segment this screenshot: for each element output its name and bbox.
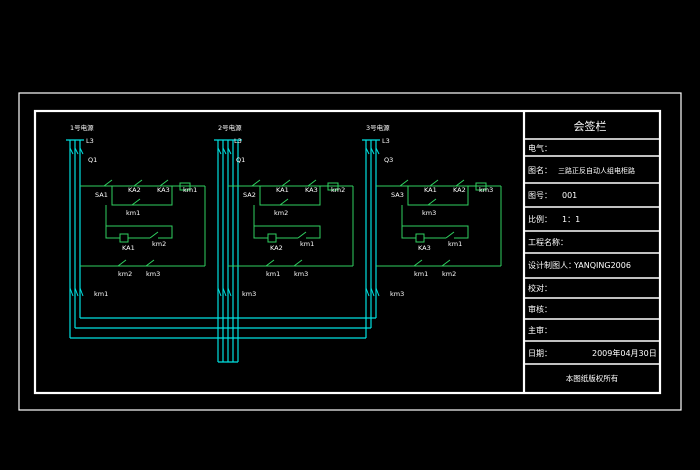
- contact-b-label: km1: [300, 240, 314, 248]
- tb-label-checker: 校对：: [528, 283, 552, 293]
- tb-value-designer: YANQING2006: [573, 261, 631, 270]
- title-block: 会签栏 电气： 图名： 三路正反自动人组电柜路 图号： 001 比例： 1：1 …: [522, 111, 660, 393]
- outer-frame: [18, 92, 682, 411]
- phase-label: L3: [382, 137, 390, 145]
- relay-coil-label: KA2: [270, 244, 283, 252]
- coil-label: km2: [331, 186, 345, 194]
- tb-label-reviewer: 审核：: [528, 304, 552, 314]
- switch-label: SA1: [95, 191, 108, 199]
- contact-b-label: km1: [448, 240, 462, 248]
- tb-label-electrical: 电气：: [528, 143, 552, 153]
- tb-value-date: 2009年04月30日: [592, 348, 657, 358]
- tb-value-scale: 1：1: [562, 215, 580, 224]
- contact-a-label: km3: [422, 209, 436, 217]
- tb-label-designer: 设计制图人：: [528, 260, 576, 270]
- relay2-label: KA2: [453, 186, 466, 194]
- main-contact-label: km3: [242, 290, 256, 298]
- main-contact-label: km1: [94, 290, 108, 298]
- relay2-label: KA3: [157, 186, 170, 194]
- contact-b-label: km2: [152, 240, 166, 248]
- contact-b2-label: km2: [118, 270, 132, 278]
- tb-label-date: 日期：: [528, 349, 552, 358]
- tb-label-project: 工程名称：: [528, 237, 568, 247]
- contact-c-label: km3: [294, 270, 308, 278]
- relay1-label: KA2: [128, 186, 141, 194]
- supply-label: 3号电源: [366, 123, 390, 132]
- relay1-label: KA1: [424, 186, 437, 194]
- tb-label-drawing-number: 图号：: [528, 191, 552, 200]
- breaker-label: Q3: [384, 156, 393, 164]
- coil-label: km1: [183, 186, 197, 194]
- relay1-label: KA1: [276, 186, 289, 194]
- phase-label: L3: [234, 137, 242, 145]
- switch-label: SA3: [391, 191, 404, 199]
- tb-label-scale: 比例：: [528, 214, 552, 224]
- relay-coil-label: KA3: [418, 244, 431, 252]
- coil-label: km3: [479, 186, 493, 194]
- tb-label-drawing-name: 图名：: [528, 165, 552, 175]
- control-wiring-1: [80, 179, 206, 267]
- tb-value-drawing-name: 三路正反自动人组电柜路: [558, 166, 635, 175]
- supply-label: 1号电源: [70, 123, 94, 132]
- inner-frame: [33, 109, 662, 395]
- control-wiring-2: [228, 179, 354, 267]
- tb-value-drawing-number: 001: [562, 191, 577, 200]
- breaker-label: Q1: [236, 156, 245, 164]
- bus-wiring: [66, 139, 380, 363]
- title-block-title: 会签栏: [574, 119, 607, 133]
- control-wiring-3: [376, 179, 502, 267]
- supply-label: 2号电源: [218, 123, 242, 132]
- contact-a-label: km1: [126, 209, 140, 217]
- breaker-label: Q1: [88, 156, 97, 164]
- relay-coil-label: KA1: [122, 244, 135, 252]
- tb-label-chief: 主审：: [528, 325, 552, 335]
- main-contact-label: km3: [390, 290, 404, 298]
- phase-label: L3: [86, 137, 94, 145]
- contact-c-label: km3: [146, 270, 160, 278]
- contact-a-label: km2: [274, 209, 288, 217]
- switch-label: SA2: [243, 191, 256, 199]
- relay2-label: KA3: [305, 186, 318, 194]
- contact-b2-label: km1: [266, 270, 280, 278]
- contact-b2-label: km1: [414, 270, 428, 278]
- contact-c-label: km2: [442, 270, 456, 278]
- title-block-footer: 本图纸版权所有: [566, 373, 619, 383]
